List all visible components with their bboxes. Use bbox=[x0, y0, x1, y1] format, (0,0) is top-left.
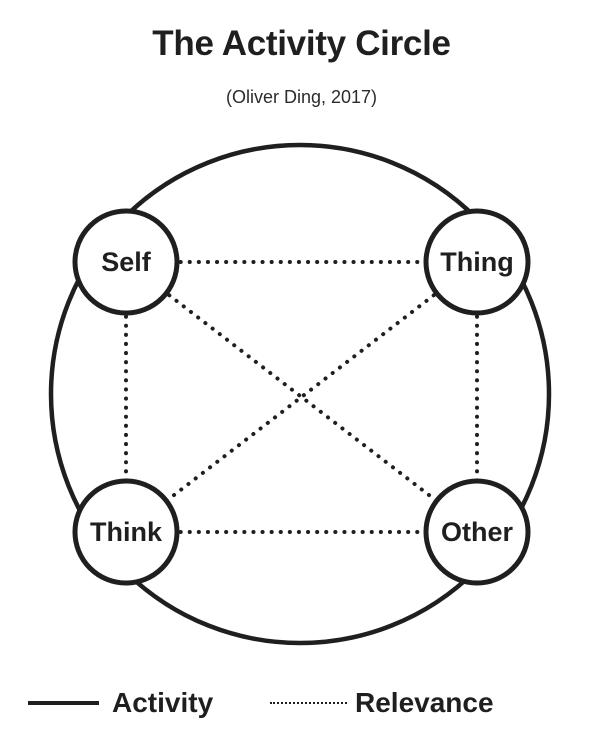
node-circle-self bbox=[72, 208, 180, 316]
relevance-line-thing-think bbox=[124, 260, 479, 534]
legend-label-activity: Activity bbox=[112, 687, 214, 718]
legend-label-relevance: Relevance bbox=[355, 687, 494, 718]
outer-activity-circle bbox=[48, 142, 552, 646]
page-subtitle: (Oliver Ding, 2017) bbox=[225, 87, 378, 107]
relevance-links bbox=[124, 260, 479, 534]
node-circles bbox=[72, 208, 531, 586]
legend-dotted-line-swatch bbox=[270, 702, 347, 704]
legend-solid-line-swatch bbox=[28, 701, 99, 705]
node-circle-other bbox=[423, 478, 531, 586]
page-title: The Activity Circle bbox=[152, 24, 451, 63]
relevance-line-self-other bbox=[124, 260, 479, 534]
node-circle-thing bbox=[423, 208, 531, 316]
node-circle-think bbox=[72, 478, 180, 586]
